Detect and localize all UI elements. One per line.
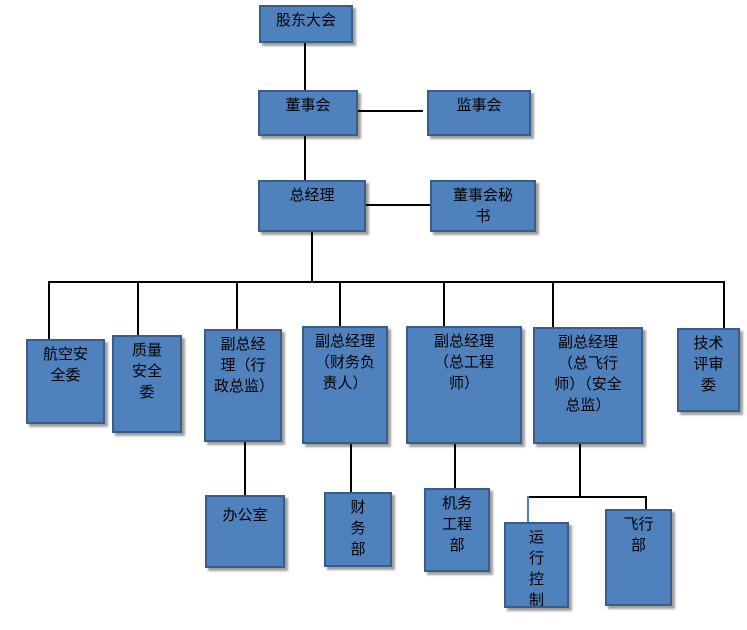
node-label: 副总经理（总飞行师）（安全总监） [554, 333, 622, 414]
node-label: 副总经理（行政总监） [214, 335, 275, 395]
node-board-secretary: 董事会秘书 [430, 180, 536, 232]
node-vp-chief-engineer: 副总经理（总工程师） [406, 326, 522, 444]
node-vp-finance: 副总经理（财务负责人） [302, 326, 388, 444]
node-label: 运行控制部 [528, 528, 544, 608]
node-office: 办公室 [205, 495, 285, 568]
node-board: 董事会 [258, 90, 358, 136]
node-quality-safety-committee: 质量安全委 [112, 335, 182, 433]
node-label: 副总经理（总工程师） [433, 332, 494, 392]
node-vp-chief-pilot: 副总经理（总飞行师）（安全总监） [533, 327, 643, 444]
connector-vp-admin-office [244, 442, 246, 495]
node-general-manager: 总经理 [258, 180, 366, 232]
node-label: 飞行部 [623, 515, 654, 554]
connector-vp-finance-dept [350, 444, 352, 492]
connector-drop-vp-pilot [552, 281, 554, 327]
connector-vp-pilot-down [579, 444, 581, 498]
node-label: 董事会秘书 [452, 186, 513, 225]
connector-drop-vp-admin [236, 281, 238, 329]
node-operations-control-dept: 运行控制部 [504, 522, 569, 608]
node-label: 质量安全委 [131, 341, 162, 401]
node-flight-dept: 飞行部 [605, 509, 672, 606]
node-label: 总经理 [289, 186, 335, 204]
connector-gm-secretary [366, 204, 430, 206]
connector-drop-vp-finance [339, 281, 341, 326]
connector-drop-quality [137, 281, 139, 335]
node-technical-review-committee: 技术评审委 [677, 328, 740, 412]
node-label: 董事会 [285, 96, 331, 114]
node-supervisors: 监事会 [427, 90, 531, 136]
node-label: 监事会 [456, 96, 502, 114]
connector-drop-flight [645, 496, 647, 509]
connector-drop-tech-review [723, 281, 725, 328]
connector-level5-bar [527, 496, 647, 498]
node-maintenance-dept: 机务工程部 [424, 488, 490, 572]
node-finance-dept: 财务部 [324, 492, 392, 567]
node-label: 机务工程部 [442, 494, 473, 554]
node-shareholders: 股东大会 [259, 5, 353, 43]
connector-drop-vp-engineer [443, 281, 445, 326]
node-vp-admin: 副总经理（行政总监） [204, 329, 282, 442]
connector-board-supervisors [358, 110, 423, 112]
node-label: 股东大会 [275, 11, 336, 29]
connector-gm-down [311, 232, 313, 281]
node-label: 技术评审委 [693, 334, 724, 394]
node-aviation-safety-committee: 航空安全委 [26, 339, 105, 424]
node-label: 财务部 [350, 498, 366, 558]
connector-level3-bar [48, 281, 724, 283]
connector-vp-engineer-maint [454, 444, 456, 488]
connector-drop-ops-control [527, 496, 529, 522]
connector-drop-aviation [48, 281, 50, 339]
connector-shareholders-board [304, 42, 306, 90]
connector-board-gm [304, 136, 306, 180]
node-label: 办公室 [222, 506, 268, 524]
node-label: 航空安全委 [42, 345, 88, 384]
node-label: 副总经理（财务负责人） [314, 332, 375, 392]
